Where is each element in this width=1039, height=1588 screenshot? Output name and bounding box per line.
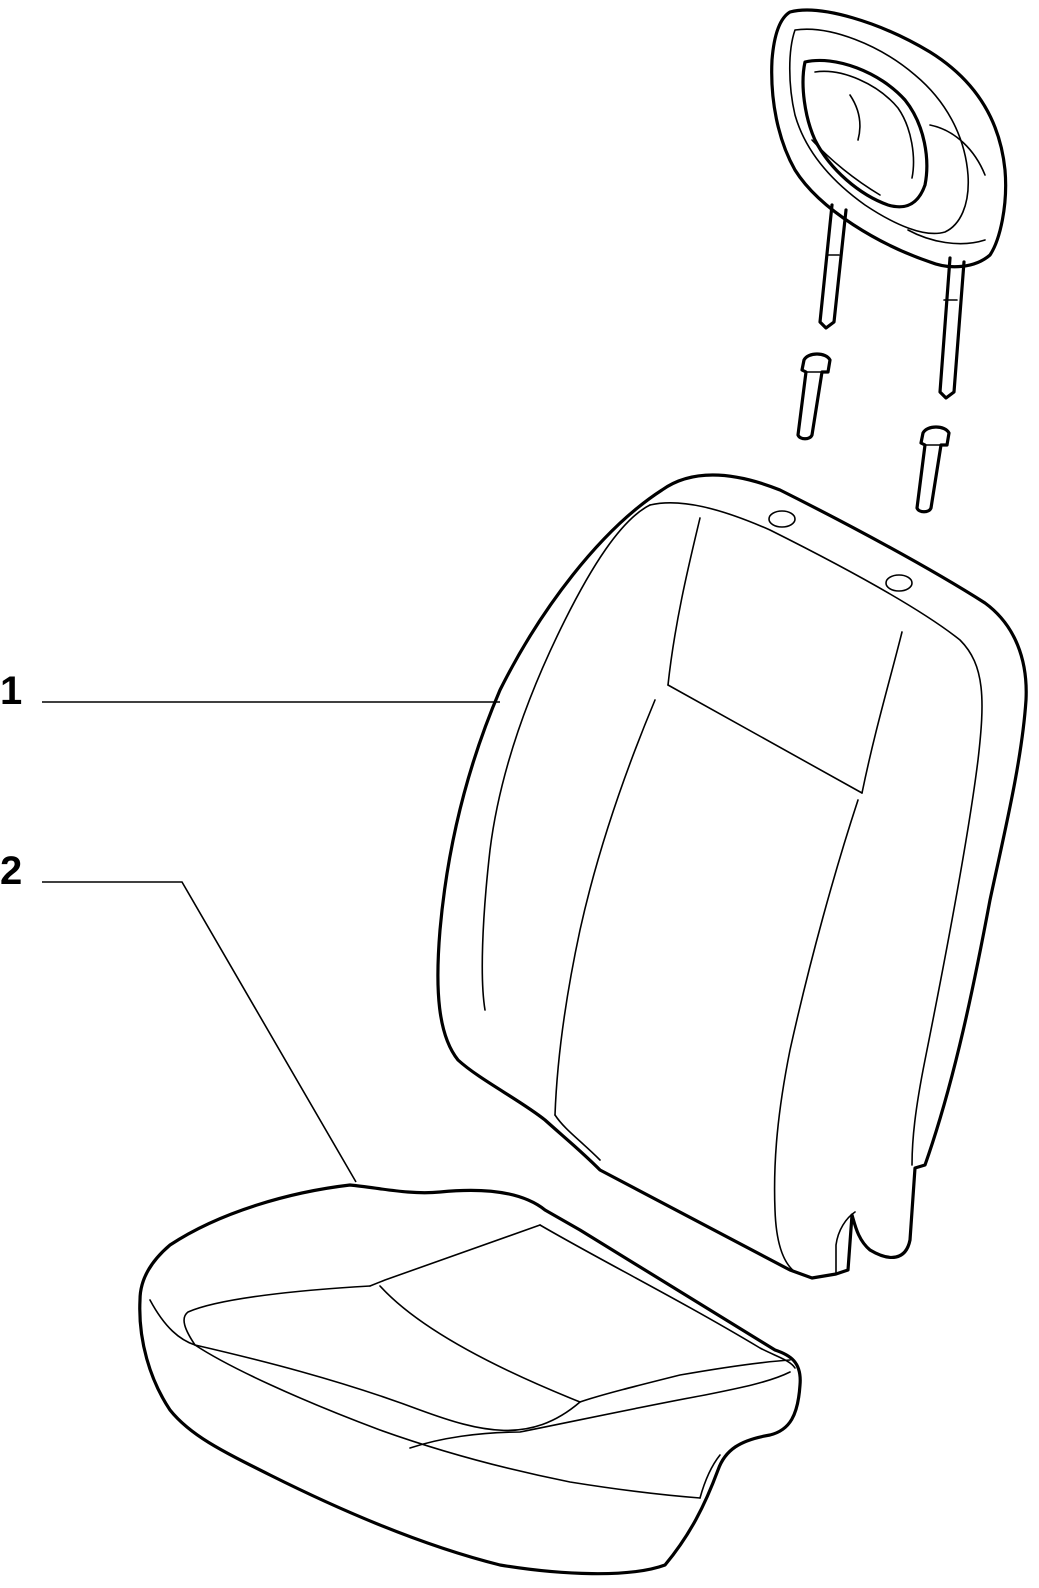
headrest — [770, 8, 1008, 400]
seat-backrest — [436, 473, 1028, 1280]
callout-2: 2 — [0, 849, 357, 1183]
callout-2-label: 2 — [0, 849, 22, 893]
headrest-guide-right — [915, 425, 951, 514]
callout-2-leader — [42, 881, 357, 1183]
callout-1-label: 1 — [0, 669, 22, 713]
callout-1: 1 — [0, 669, 500, 713]
seat-cushion — [138, 1183, 802, 1576]
headrest-guide-left — [796, 352, 832, 441]
